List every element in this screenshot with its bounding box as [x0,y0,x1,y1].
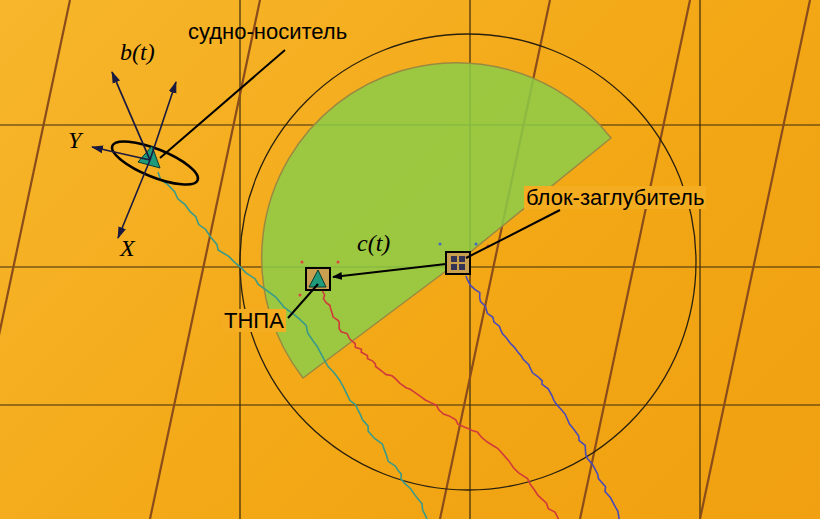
depressor-block [439,243,490,275]
trajectories [158,172,619,519]
trajectory-line [158,172,428,519]
leader-lines [160,50,560,318]
tether-vector [333,264,446,277]
work-sector [262,63,611,378]
carrier-vessel [92,72,203,238]
trajectory-line [466,276,619,519]
rov [299,261,340,297]
axis-label: X [118,236,137,261]
callout-label: ТНПА [222,309,286,332]
vector-label: b(t) [118,40,157,65]
axis-label: Y [66,128,83,153]
callout-label: блок-заглубитель [524,186,706,209]
callout-label: судно-носитель [186,20,349,43]
range-circle [240,34,696,490]
vector-label: c(t) [355,231,392,256]
trajectory-line [322,290,559,519]
